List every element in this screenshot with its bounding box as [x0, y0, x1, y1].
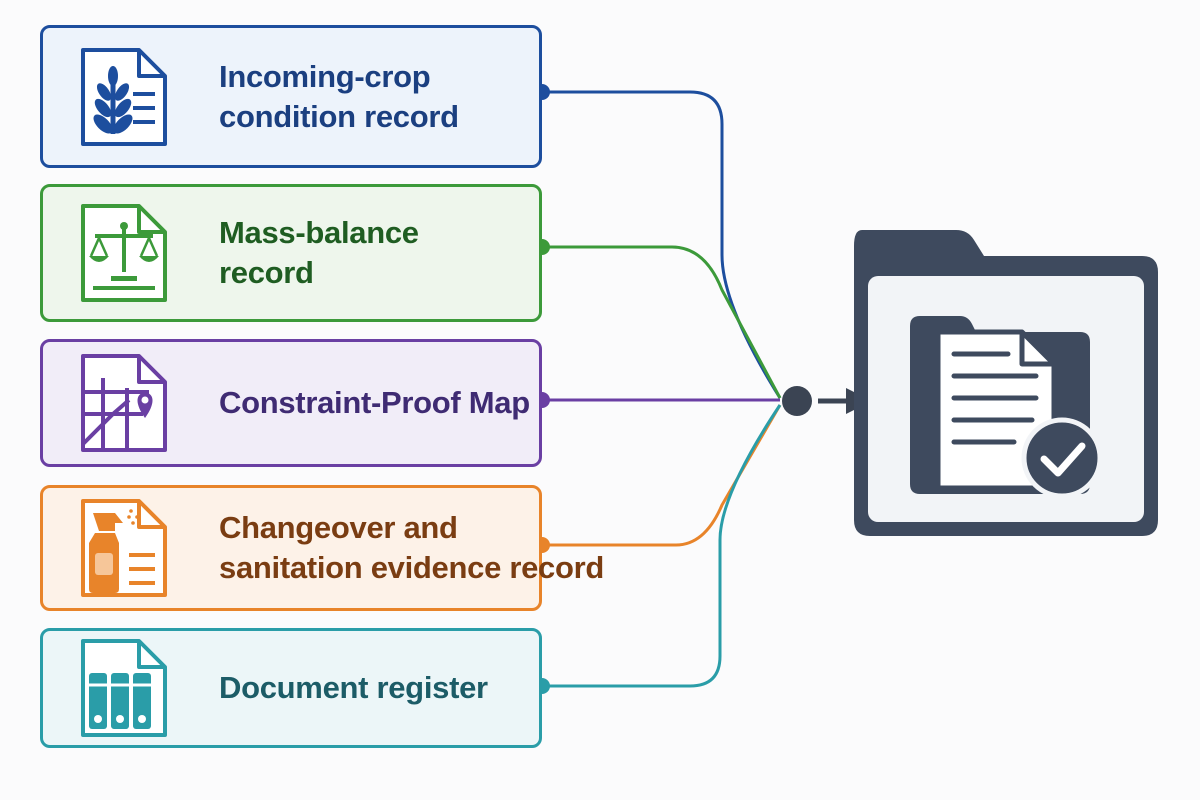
record-label-line: condition record [219, 98, 459, 134]
record-card-mass-balance[interactable]: Mass-balance record [40, 184, 542, 322]
record-card-incoming-crop[interactable]: Incoming-crop condition record [40, 25, 542, 168]
record-label-line: Mass-balance [219, 215, 419, 250]
merge-node [782, 386, 812, 416]
record-card-document-register[interactable]: Document register [40, 628, 542, 748]
connector-mass-balance [542, 245, 782, 399]
record-label: Document register [219, 668, 523, 708]
record-label: Mass-balance record [219, 213, 523, 293]
folder-with-approved-document-icon [854, 230, 1158, 536]
connector-document-register [542, 404, 782, 688]
map-pin-document-icon [81, 354, 167, 452]
record-card-changeover[interactable]: Changeover and sanitation evidence recor… [40, 485, 604, 611]
record-label: Constraint-Proof Map [219, 383, 530, 423]
scales-document-icon [81, 204, 167, 302]
record-label-line: sanitation evidence record [219, 550, 604, 585]
binders-document-icon [81, 639, 167, 737]
connector-changeover [542, 404, 782, 547]
checkmark-badge [1021, 417, 1103, 499]
record-label-line: Changeover and [219, 510, 458, 545]
record-label-line: Document register [219, 670, 488, 705]
spray-bottle-document-icon [81, 499, 167, 597]
checkmark-icon [1040, 442, 1086, 477]
record-label-line: Constraint-Proof Map [219, 385, 530, 420]
record-label-line: record [219, 255, 314, 290]
record-label: Incoming-crop condition record [219, 57, 523, 137]
record-label: Changeover and sanitation evidence recor… [219, 508, 604, 588]
record-label-line: Incoming-crop [219, 58, 431, 94]
record-card-constraint-proof[interactable]: Constraint-Proof Map [40, 339, 542, 467]
connector-incoming-crop [542, 90, 782, 399]
wheat-document-icon [81, 47, 167, 146]
